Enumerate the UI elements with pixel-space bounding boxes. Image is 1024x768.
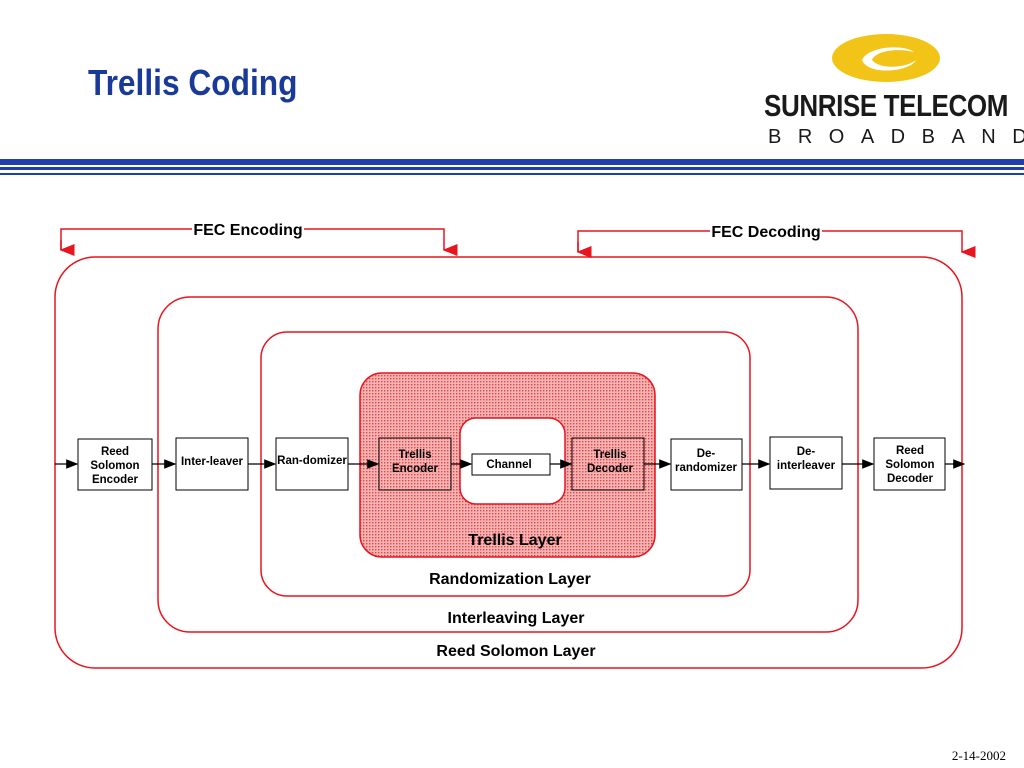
rs-decoder-line-2: Solomon bbox=[885, 459, 934, 471]
trellis-decoder-block: Trellis Decoder bbox=[571, 437, 645, 491]
interleaving-layer-label: Interleaving Layer bbox=[448, 610, 585, 627]
rs-decoder-line-1: Reed bbox=[896, 445, 924, 457]
fec-encoding-label: FEC Encoding bbox=[193, 222, 302, 239]
randomization-layer-label: Randomization Layer bbox=[429, 571, 591, 588]
rs-encoder-line-2: Solomon bbox=[90, 460, 139, 472]
trellis-decoder-line-1: Trellis bbox=[593, 449, 626, 461]
trellis-encoder-line-2: Encoder bbox=[392, 463, 439, 475]
channel-label: Channel bbox=[486, 459, 531, 471]
randomizer-label: Ran-domizer bbox=[277, 455, 347, 467]
interleaver-block: Inter-leaver bbox=[175, 437, 249, 491]
header-rule-mid bbox=[0, 167, 1024, 170]
derandomizer-line-2: randomizer bbox=[675, 462, 738, 474]
rs-encoder-line-3: Encoder bbox=[92, 474, 139, 486]
derandomizer-line-1: De- bbox=[697, 448, 716, 460]
trellis-decoder-line-2: Decoder bbox=[587, 463, 634, 475]
logo-subtitle: BROADBAND bbox=[768, 126, 1024, 148]
sunrise-telecom-logo: SUNRISE TELECOM BROADBAND bbox=[764, 30, 1024, 155]
header-rule-thin bbox=[0, 173, 1024, 175]
fec-decoding-label: FEC Decoding bbox=[711, 224, 820, 241]
header-rule-thick bbox=[0, 159, 1024, 165]
deinterleaver-line-2: interleaver bbox=[777, 460, 836, 472]
rs-encoder-line-1: Reed bbox=[101, 446, 129, 458]
trellis-layer-label: Trellis Layer bbox=[468, 532, 561, 549]
logo-company-name: SUNRISE TELECOM bbox=[764, 88, 1008, 123]
slide-title: Trellis Coding bbox=[88, 62, 298, 103]
logo-swirl-icon bbox=[832, 34, 940, 82]
interleaver-label: Inter-leaver bbox=[181, 456, 244, 468]
reed-solomon-encoder-block: Reed Solomon Encoder bbox=[77, 438, 153, 491]
reed-solomon-decoder-block: Reed Solomon Decoder bbox=[873, 437, 946, 491]
randomizer-block: Ran-domizer bbox=[275, 437, 349, 491]
trellis-encoder-block: Trellis Encoder bbox=[378, 437, 452, 491]
deinterleaver-block: De- interleaver bbox=[769, 436, 843, 490]
deinterleaver-line-1: De- bbox=[797, 446, 816, 458]
slide-date: 2-14-2002 bbox=[951, 748, 1006, 763]
channel-block: Channel bbox=[471, 453, 551, 476]
reed-solomon-layer-label: Reed Solomon Layer bbox=[436, 643, 595, 660]
trellis-encoder-line-1: Trellis bbox=[398, 449, 431, 461]
rs-decoder-line-3: Decoder bbox=[887, 473, 934, 485]
derandomizer-block: De- randomizer bbox=[670, 438, 743, 491]
